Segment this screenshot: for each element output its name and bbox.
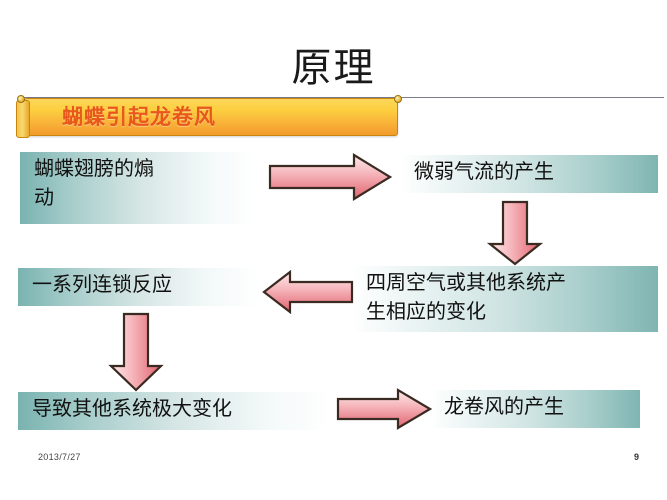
page-title: 原理 [291,45,376,90]
banner-knob-right-icon [394,95,402,103]
arrow-right-icon [268,153,393,201]
banner-spine [16,100,30,138]
arrow-down-icon [108,312,164,392]
flow-box-weak-airflow: 微弱气流的产生 [400,155,658,193]
title-divider [24,97,664,98]
footer-page-number: 9 [633,452,639,462]
banner-label: 蝴蝶引起龙卷风 [62,105,216,129]
banner-body [24,98,398,136]
arrow-left-icon [262,269,354,315]
flow-box-surrounding-air-change: 四周空气或其他系统产 生相应的变化 [352,266,658,332]
flow-box-chain-reaction: 一系列连锁反应 [18,268,258,306]
arrow-right-icon [336,388,433,430]
banner: 蝴蝶引起龙卷风 [16,95,402,138]
banner-knob-left-icon [17,95,25,103]
flow-box-butterfly-flutter: 蝴蝶翅膀的煽 动 [20,152,256,224]
flow-box-tornado-generated: 龙卷风的产生 [430,390,640,428]
footer-date: 2013/7/27 [38,452,81,462]
arrow-down-icon [486,200,544,266]
flow-box-great-system-change: 导致其他系统极大变化 [18,392,330,430]
